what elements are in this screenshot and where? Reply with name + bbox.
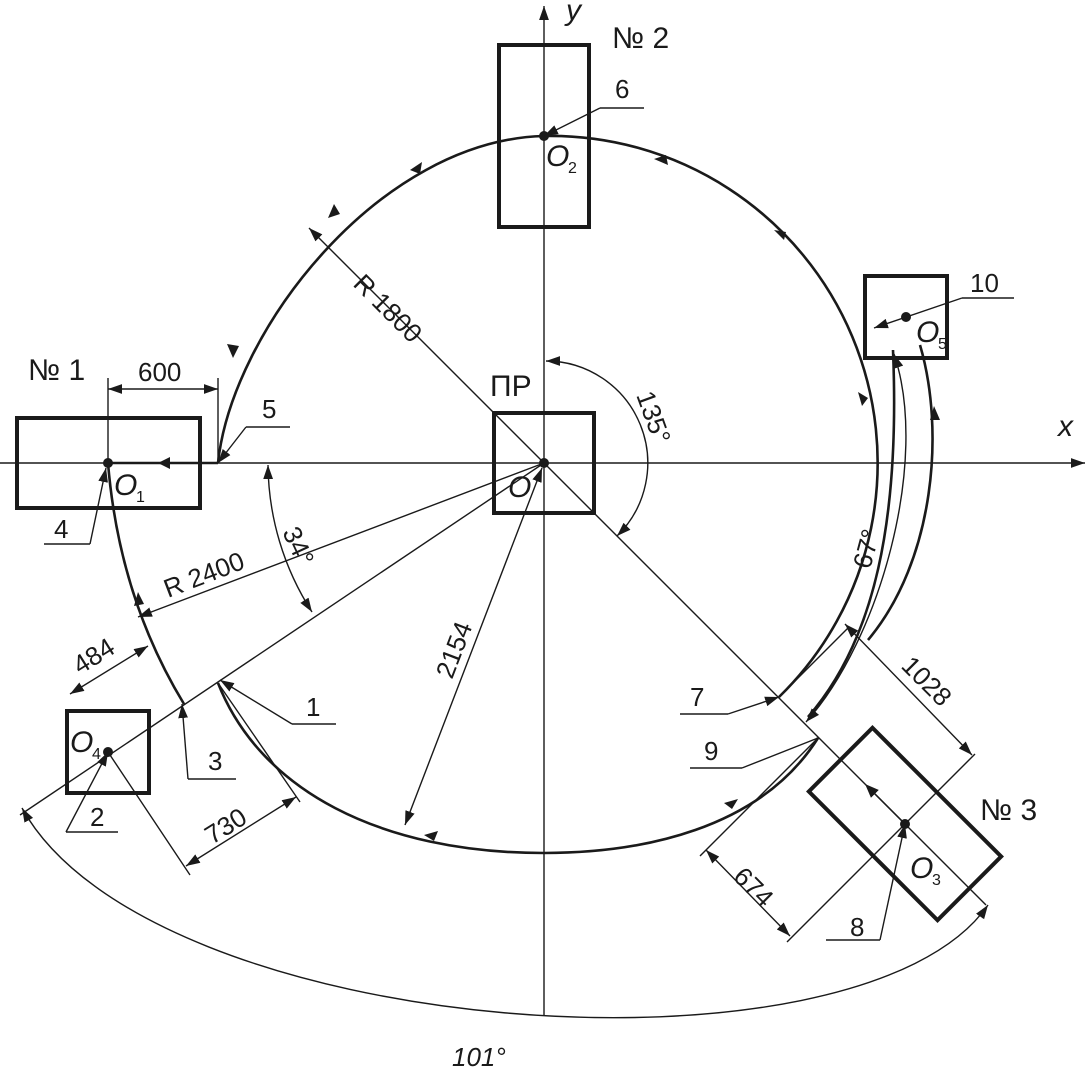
callout-1-leader	[219, 679, 293, 725]
station-2-box	[497, 43, 591, 229]
point-o1-label: O	[114, 469, 137, 502]
flow-arrow	[724, 799, 738, 809]
station-3-label: № 3	[980, 794, 1037, 827]
dimension-674-label: 674	[728, 861, 780, 913]
flow-arrow	[410, 162, 422, 174]
callout-7-label: 7	[690, 682, 704, 712]
station-1-label: № 1	[28, 354, 85, 387]
angle-67-arc	[805, 353, 907, 723]
callout-5-label: 5	[262, 394, 276, 424]
callout-9-label: 9	[704, 736, 718, 766]
point-o4-sub: 4	[92, 746, 101, 763]
callout-5-leader	[217, 426, 247, 464]
dimension-2154-line	[404, 467, 543, 826]
robot-pr-label: ПР	[490, 370, 532, 403]
point-o4-label: O	[70, 726, 93, 759]
callout-9-leader	[741, 737, 819, 769]
callout-6-leader	[543, 107, 601, 137]
callout-10-label: 10	[970, 268, 999, 298]
station-2-label: № 2	[612, 22, 669, 55]
radius-2400-label: R 2400	[159, 546, 248, 604]
dimension-484-line	[69, 645, 149, 695]
dim-730-ext-b	[217, 682, 301, 803]
flow-arrow	[424, 831, 438, 841]
callout-4-leader	[89, 467, 108, 545]
callouts: 1 2 3 4 5 6 7 8 9 10	[44, 74, 1014, 942]
x-axis-label: x	[1056, 410, 1074, 443]
callout-3-label: 3	[208, 746, 222, 776]
angle-101-arc	[21, 807, 989, 1019]
callout-3-leader	[178, 703, 189, 780]
point-o5-sub: 5	[938, 336, 947, 353]
radius-1800-label: R 1800	[348, 268, 428, 348]
flow-arrow	[328, 204, 340, 218]
point-o2-label: O	[546, 140, 569, 173]
angle-34-label: 34°	[277, 522, 321, 570]
dimension-600-label: 600	[138, 357, 181, 387]
dimension-2154-label: 2154	[430, 617, 479, 682]
flow-arrow	[227, 344, 239, 358]
flow-arrow	[654, 155, 668, 165]
flow-arrow	[858, 392, 868, 406]
angle-135-arc	[545, 356, 649, 537]
station-2: № 2 O 2	[497, 22, 669, 229]
point-o1-sub: 1	[136, 489, 145, 506]
callout-7-leader	[727, 696, 780, 715]
dimension-484-label: 484	[67, 632, 120, 680]
flow-arrow	[158, 457, 170, 469]
storage-o4-box	[65, 709, 151, 795]
storage-o4: O 4	[65, 709, 151, 795]
callout-8-leader	[879, 823, 907, 941]
path-o1-to-o4	[106, 462, 186, 705]
robot-pr: ПР O	[490, 370, 596, 515]
flow-arrow	[134, 592, 144, 606]
dim-674-ext-b	[786, 823, 906, 943]
callout-4-label: 4	[54, 514, 68, 544]
callout-8-label: 8	[850, 912, 864, 942]
callout-2-leader	[65, 751, 109, 833]
y-axis-label: y	[564, 0, 583, 27]
angle-34-arc	[263, 464, 313, 613]
path-o1-to-o2	[216, 134, 545, 464]
callout-1-label: 1	[306, 692, 320, 722]
point-o5-label: O	[916, 316, 939, 349]
storage-o5-box	[863, 274, 949, 360]
flow-arrow	[774, 230, 786, 240]
callout-10-leader	[873, 297, 963, 329]
point-o3-label: O	[910, 852, 933, 885]
point-o3-sub: 3	[932, 872, 941, 889]
radius-1800-line	[308, 227, 545, 464]
dimension-lines: R 1800 R 2400 2154 600 484 730 674	[19, 227, 987, 943]
point-o2-sub: 2	[568, 160, 577, 177]
callout-2-label: 2	[90, 802, 104, 832]
dim-1028-ext-b	[904, 753, 976, 825]
dimension-730-label: 730	[199, 802, 252, 850]
flow-arrow	[930, 406, 940, 420]
station-3: № 3 O 3	[806, 725, 1037, 923]
callout-6-label: 6	[615, 74, 629, 104]
dimension-1028-label: 1028	[896, 650, 958, 712]
dim-1028-ext-a	[778, 626, 850, 698]
path-o5-to-o3-outer	[867, 344, 934, 641]
angle-101-label: 101°	[452, 1042, 506, 1072]
